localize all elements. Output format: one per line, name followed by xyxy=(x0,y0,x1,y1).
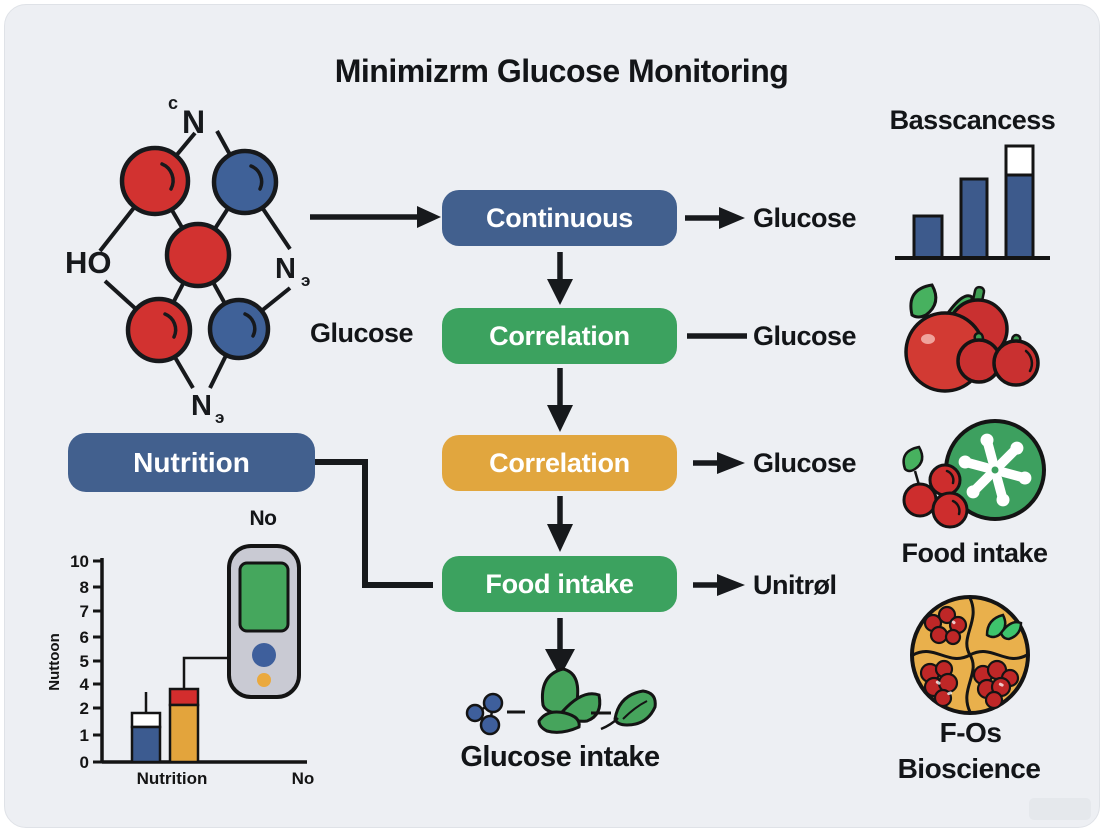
glucose-intake-caption: Glucose intake xyxy=(460,741,660,773)
ytick-0: 0 xyxy=(80,753,89,772)
apples-illustration xyxy=(904,283,1040,393)
label-glucose-left: Glucose xyxy=(310,318,414,348)
bioscience-caption: Bioscience xyxy=(897,753,1041,784)
nutrition-box: Nutrition xyxy=(68,433,315,492)
ytick-8: 8 xyxy=(80,578,89,597)
food-intake-icon xyxy=(902,419,1046,529)
flow-box-correlation1-label: Correlation xyxy=(489,320,630,351)
berries xyxy=(902,463,969,529)
connector-layer xyxy=(310,206,747,677)
molecule-label-n-top: N xyxy=(182,104,205,140)
glucose-molecule-illustration: c N HO N э N э xyxy=(65,93,310,427)
page-title: Minimizrm Glucose Monitoring xyxy=(334,53,789,89)
bar2-red-segment xyxy=(168,687,200,707)
nutrition-box-label: Nutrition xyxy=(133,446,250,478)
bar1-blue-segment xyxy=(130,725,162,764)
label-glucose-row1: Glucose xyxy=(753,203,857,233)
atom-red-topleft xyxy=(119,145,191,217)
flow-box-correlation2-label: Correlation xyxy=(489,447,630,478)
ytick-5: 5 xyxy=(80,652,89,671)
xtick-no: No xyxy=(292,769,315,788)
watermark xyxy=(1029,798,1091,820)
fos-leaves xyxy=(985,613,1023,641)
ytick-7: 7 xyxy=(80,602,89,621)
flow-box-continuous-label: Continuous xyxy=(486,202,633,233)
ytick-2: 2 xyxy=(80,699,89,718)
berry-cluster-bottomright xyxy=(972,659,1020,710)
blue-molecule-nodes xyxy=(465,692,504,736)
ytick-1: 1 xyxy=(80,726,89,745)
food-intake-caption: Food intake xyxy=(901,538,1048,568)
fos-icon xyxy=(910,595,1030,715)
sidebar-bar-3 xyxy=(1004,173,1035,260)
device-label-no: No xyxy=(249,507,278,530)
molecule-label-n-bottom-sub: э xyxy=(215,408,224,427)
bar1-white-segment xyxy=(130,711,162,729)
atom-blue-bottomright xyxy=(207,297,271,361)
glucose-meter-device xyxy=(227,544,301,699)
flow-box-continuous: Continuous xyxy=(442,190,677,246)
label-glucose-row2: Glucose xyxy=(753,321,857,351)
xtick-nutrition: Nutrition xyxy=(137,769,208,788)
flow-box-correlation-1: Correlation xyxy=(442,308,677,364)
device-screen xyxy=(238,561,290,633)
sidebar-bar-chart-title: Basscancess xyxy=(889,105,1056,135)
apple-highlight xyxy=(921,334,935,344)
sidebar-bar-2 xyxy=(959,177,989,260)
glucose-intake-illustration xyxy=(465,667,657,736)
fos-caption: F-Os xyxy=(939,717,1002,748)
sidebar-bar-3-white-cap xyxy=(1004,144,1035,177)
flow-box-correlation-2: Correlation xyxy=(442,435,677,491)
white-molecule-icon xyxy=(958,433,1032,507)
sidebar-bar-chart xyxy=(895,144,1050,260)
atom-red-bottomleft xyxy=(125,296,193,364)
ytick-6: 6 xyxy=(80,628,89,647)
mini-chart-ylabel: Nuttoon xyxy=(46,633,63,690)
ytick-10: 10 xyxy=(70,552,89,571)
label-glucose-row3: Glucose xyxy=(753,448,857,478)
sidebar-bar-1 xyxy=(912,214,944,260)
molecule-label-n-bottom: N xyxy=(191,390,212,422)
label-unitrol-row4: Unitrøl xyxy=(753,570,837,600)
bar2-orange-segment xyxy=(168,703,200,764)
canvas-card: Minimizrm Glucose Monitoring xyxy=(4,4,1100,828)
apple-leaf-1 xyxy=(909,283,938,319)
molecule-label-n-right-sub: э xyxy=(301,271,310,290)
leaf-cluster xyxy=(537,667,602,734)
molecule-label-c: c xyxy=(168,93,178,113)
bar2-to-device-connector xyxy=(182,656,227,689)
device-button-blue xyxy=(252,643,276,667)
atom-blue-topright xyxy=(211,148,279,216)
molecule-label-n-right: N xyxy=(275,253,296,285)
flow-box-foodintake-label: Food intake xyxy=(485,568,634,599)
molecule-label-ho: HO xyxy=(65,245,112,280)
flow-box-food-intake: Food intake xyxy=(442,556,677,612)
elbow-nutrition-to-foodintake xyxy=(315,459,433,588)
ytick-4: 4 xyxy=(80,675,90,694)
device-button-orange xyxy=(257,673,271,687)
atom-red-center xyxy=(164,221,232,289)
nutrition-mini-chart: 10 8 7 6 5 4 2 1 0 Nuttoon Nutrition No xyxy=(46,552,315,788)
berry-cluster-topleft xyxy=(923,605,968,646)
berry-leaf xyxy=(902,445,924,473)
